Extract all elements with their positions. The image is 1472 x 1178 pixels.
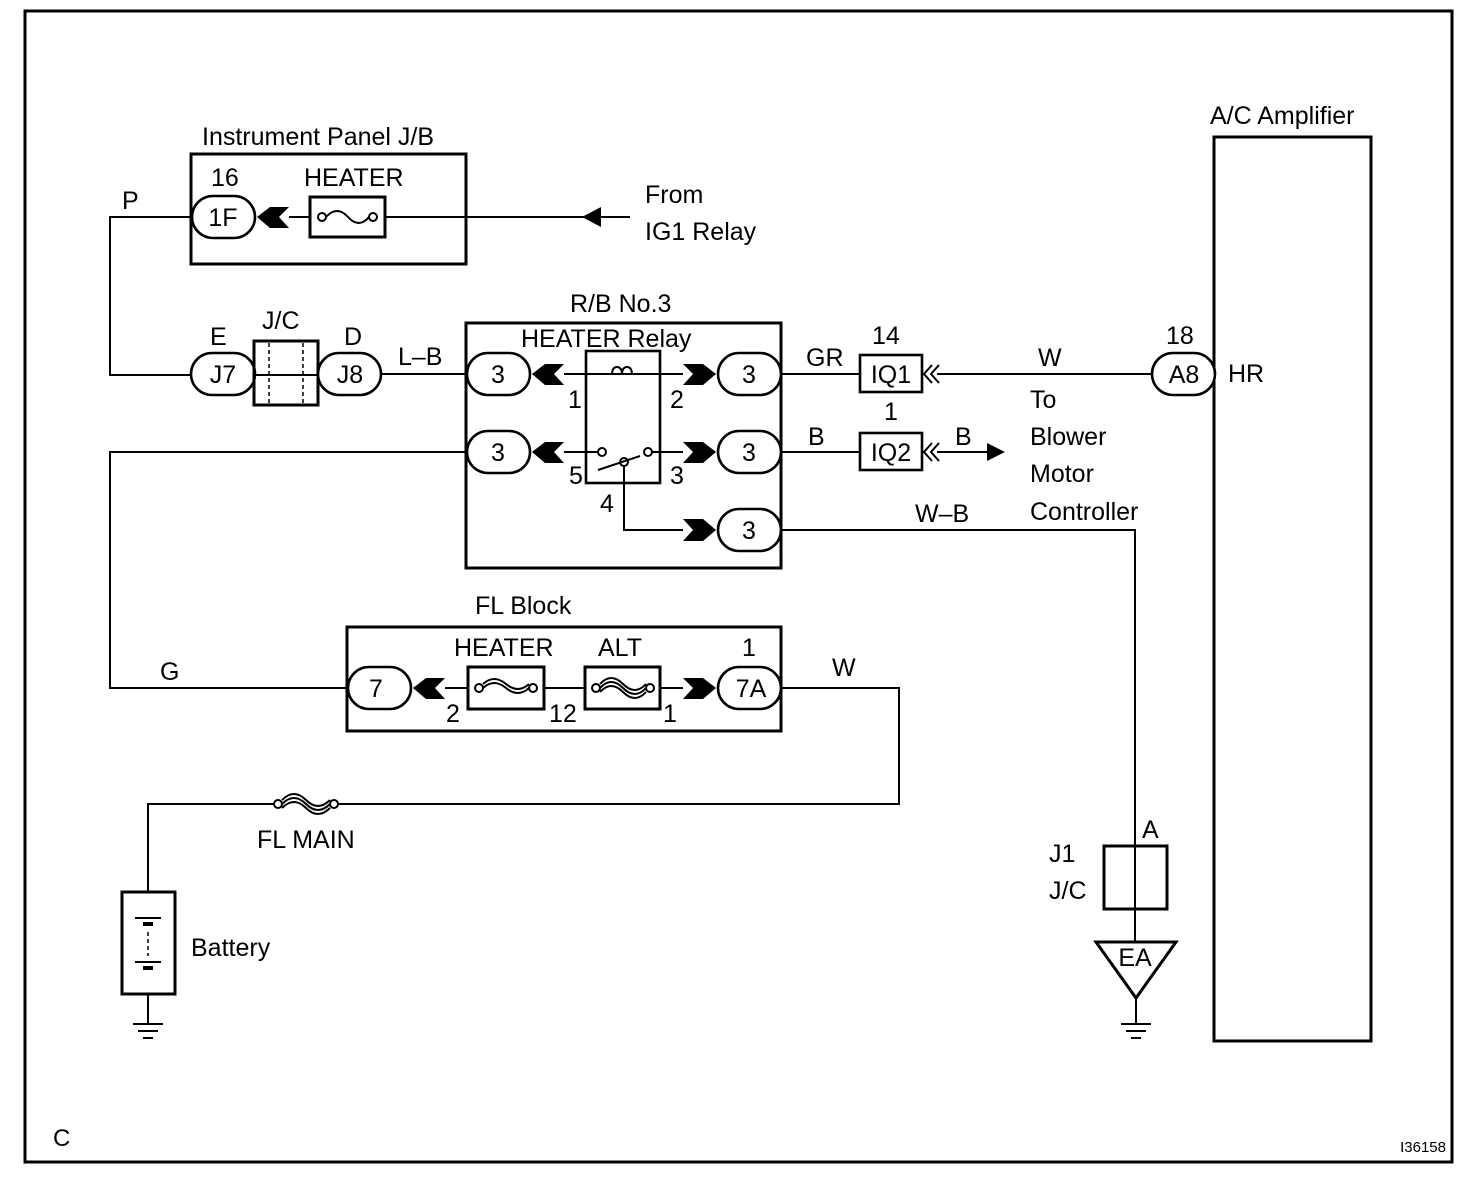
blower-arrow-icon (987, 443, 1005, 461)
blower-line3: Motor (1030, 460, 1094, 488)
rb3-conn-label: 3 (491, 439, 505, 467)
wire-b1-label: B (808, 423, 825, 451)
blower-line2: Blower (1030, 423, 1106, 451)
battery-icon (120, 890, 177, 996)
iq2-chevron-icon (922, 442, 940, 462)
connector-arrow (532, 442, 564, 463)
blower-line1: To (1030, 386, 1056, 414)
relay-coil-icon (611, 365, 633, 376)
wire-b2-label: B (955, 423, 972, 451)
fl-pin-1: 1 (663, 700, 677, 728)
connector-1f-label: 1F (208, 204, 237, 232)
iq2-pin-1: 1 (884, 398, 898, 426)
rb3-conn-label: 3 (491, 361, 505, 389)
rb3-label: R/B No.3 (570, 290, 671, 318)
wire-p-label: P (122, 187, 139, 215)
connector-arrow (683, 442, 716, 463)
fl-alt-label: ALT (598, 634, 642, 662)
a8-pin-18: 18 (1166, 322, 1194, 350)
connector-j8-label: J8 (337, 361, 363, 389)
battery-label: Battery (191, 934, 271, 962)
wire-w-fl-label: W (832, 654, 856, 682)
connector-arrow (683, 678, 716, 699)
ground-icon (1121, 998, 1151, 1039)
wire-g-label: G (160, 658, 179, 686)
jc-label: J/C (262, 307, 300, 335)
connector-arrow (532, 364, 564, 385)
fl-block: FL Block 7 HEATER ALT 7A 1 2 12 1 (345, 592, 783, 733)
relay-pin-1: 1 (568, 386, 582, 414)
rb3-conn-label: 3 (742, 517, 756, 545)
wire-gr-label: GR (806, 344, 844, 372)
connector-a8 (1150, 351, 1217, 397)
heater-fuse-label: HEATER (304, 164, 404, 192)
connector-arrow (257, 207, 289, 228)
junction-connector-jc: E J/C D J7 J8 (189, 307, 383, 407)
connector-arrow (683, 519, 716, 541)
diagram-frame (23, 9, 1454, 1164)
j1-pin-a: A (1142, 816, 1159, 844)
wire-w-amp-label: W (1038, 344, 1062, 372)
connector-7-label: 7 (369, 675, 383, 703)
rb3-conn-label: 3 (742, 361, 756, 389)
connector-a8-label: A8 (1169, 361, 1200, 389)
pin-d-label: D (344, 323, 362, 351)
relay-pin-5: 5 (569, 462, 583, 490)
ground-ea-label: EA (1118, 944, 1152, 972)
j1-sub-label: J/C (1049, 877, 1087, 905)
connector-iq2-label: IQ2 (871, 439, 911, 467)
instrument-panel-jb-label: Instrument Panel J/B (202, 123, 434, 151)
pin-e-label: E (210, 323, 227, 351)
fl-block-label: FL Block (475, 592, 572, 620)
heater-relay-label: HEATER Relay (521, 325, 692, 353)
rb3-conn-label: 3 (742, 439, 756, 467)
fl-heater-label: HEATER (454, 634, 554, 662)
blower-line4: Controller (1030, 498, 1138, 526)
rb3-connector-left-top (465, 351, 532, 397)
ground-icon (133, 994, 163, 1039)
pin-16-label: 16 (211, 164, 239, 192)
connector-iq1 (858, 353, 924, 394)
connector-arrow (413, 678, 445, 699)
connector-j7-label: J7 (210, 361, 236, 389)
connector-iq2 (858, 431, 924, 472)
instrument-panel-jb: Instrument Panel J/B 16 1F HEATER From I… (189, 123, 757, 266)
relay-switch-icon (597, 455, 641, 471)
fl-pin-1-top: 1 (742, 634, 756, 662)
ground-ea-icon (1093, 940, 1179, 1001)
j1-label: J1 (1049, 840, 1075, 868)
fl-main-label: FL MAIN (257, 826, 355, 854)
fl-pin-12: 12 (549, 700, 577, 728)
connector-7 (346, 665, 413, 711)
ac-amplifier: A/C Amplifier 18 A8 HR (1150, 102, 1373, 1043)
fl-main-fusible-link-icon (273, 793, 339, 815)
connector-7a-label: 7A (736, 675, 767, 703)
iq1-pin-14: 14 (872, 322, 900, 350)
from-ig1-line2: IG1 Relay (645, 218, 757, 246)
page-code: C (53, 1125, 70, 1152)
wire-lb-label: L–B (398, 343, 442, 371)
wire-wb-label: W–B (915, 500, 969, 528)
relay-block-rb3: R/B No.3 HEATER Relay 3 3 3 3 3 1 (464, 290, 783, 570)
ig1-arrow-icon (582, 207, 601, 227)
relay-pin-2: 2 (670, 386, 684, 414)
iq1-chevron-icon (922, 364, 940, 384)
ac-amplifier-label: A/C Amplifier (1210, 102, 1354, 130)
rb3-connector-left-mid (465, 429, 532, 475)
fl-pin-2: 2 (446, 700, 460, 728)
connector-iq1-label: IQ1 (871, 361, 911, 389)
figure-id: I36158 (1400, 1139, 1446, 1156)
relay-pin-3: 3 (670, 462, 684, 490)
connector-arrow (683, 364, 716, 385)
hr-terminal-label: HR (1228, 360, 1264, 388)
from-ig1-line1: From (645, 181, 703, 209)
relay-pin-4: 4 (600, 490, 614, 518)
